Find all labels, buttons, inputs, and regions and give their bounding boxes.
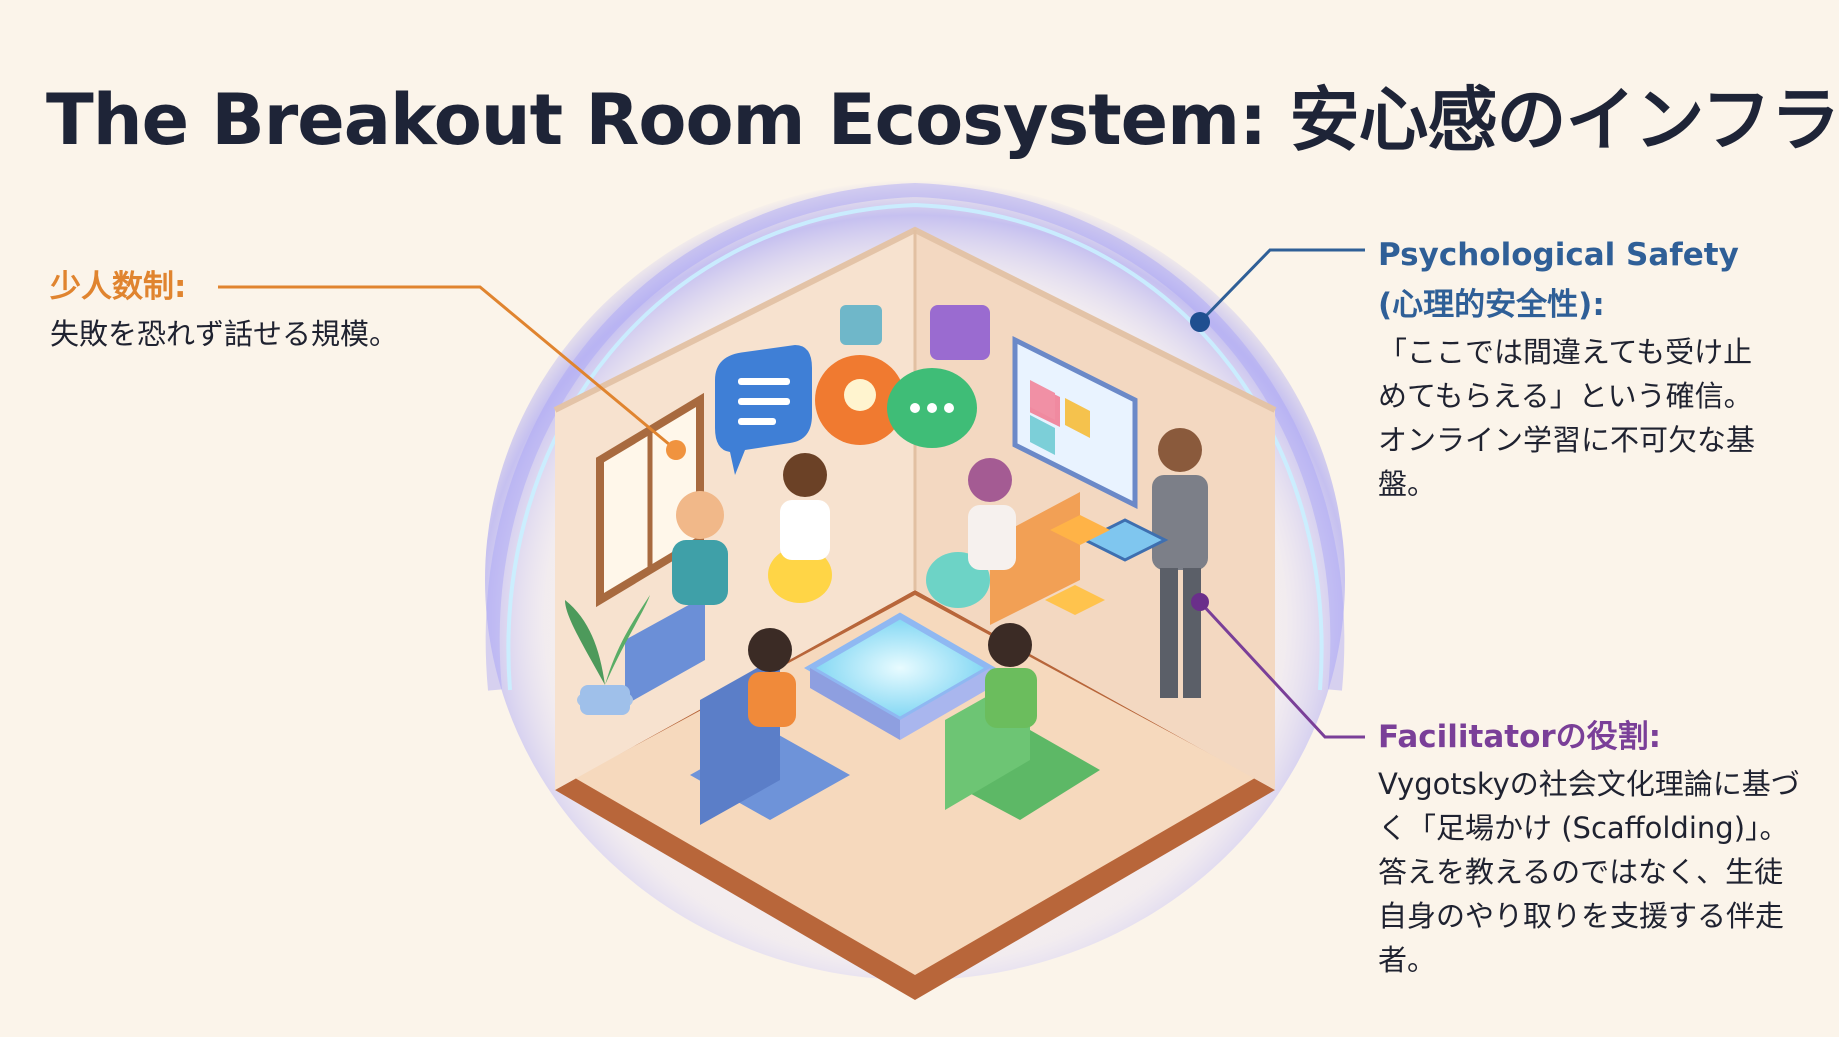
callout-psychological-safety: Psychological Safety (心理的安全性): 「ここでは間違えて… <box>1378 230 1818 506</box>
page-title: The Breakout Room Ecosystem: 安心感のインフラ <box>46 79 1839 161</box>
callout-body: Vygotskyの社会文化理論に基づ く「足場かけ (Scaffolding)」… <box>1378 767 1800 977</box>
callout-body: 「ここでは間違えても受け止 めてもらえる」という確信。 オンライン学習に不可欠な… <box>1378 335 1756 501</box>
callout-heading: Psychological Safety (心理的安全性): <box>1378 237 1739 323</box>
callout-heading: Facilitatorの役割: <box>1378 719 1662 755</box>
callout-leader-purple <box>1191 593 1365 739</box>
students <box>672 453 1037 728</box>
callout-leader-orange <box>218 285 686 460</box>
callout-body: 失敗を恐れず話せる規模。 <box>50 317 399 351</box>
callout-small-group: 少人数制: 失敗を恐れず話せる規模。 <box>50 262 490 356</box>
holo-table <box>804 612 996 740</box>
callout-leader-blue <box>1190 248 1365 332</box>
callout-heading: 少人数制: <box>50 269 187 305</box>
callout-facilitator-role: Facilitatorの役割: Vygotskyの社会文化理論に基づ く「足場か… <box>1378 712 1818 982</box>
plant <box>565 595 650 715</box>
